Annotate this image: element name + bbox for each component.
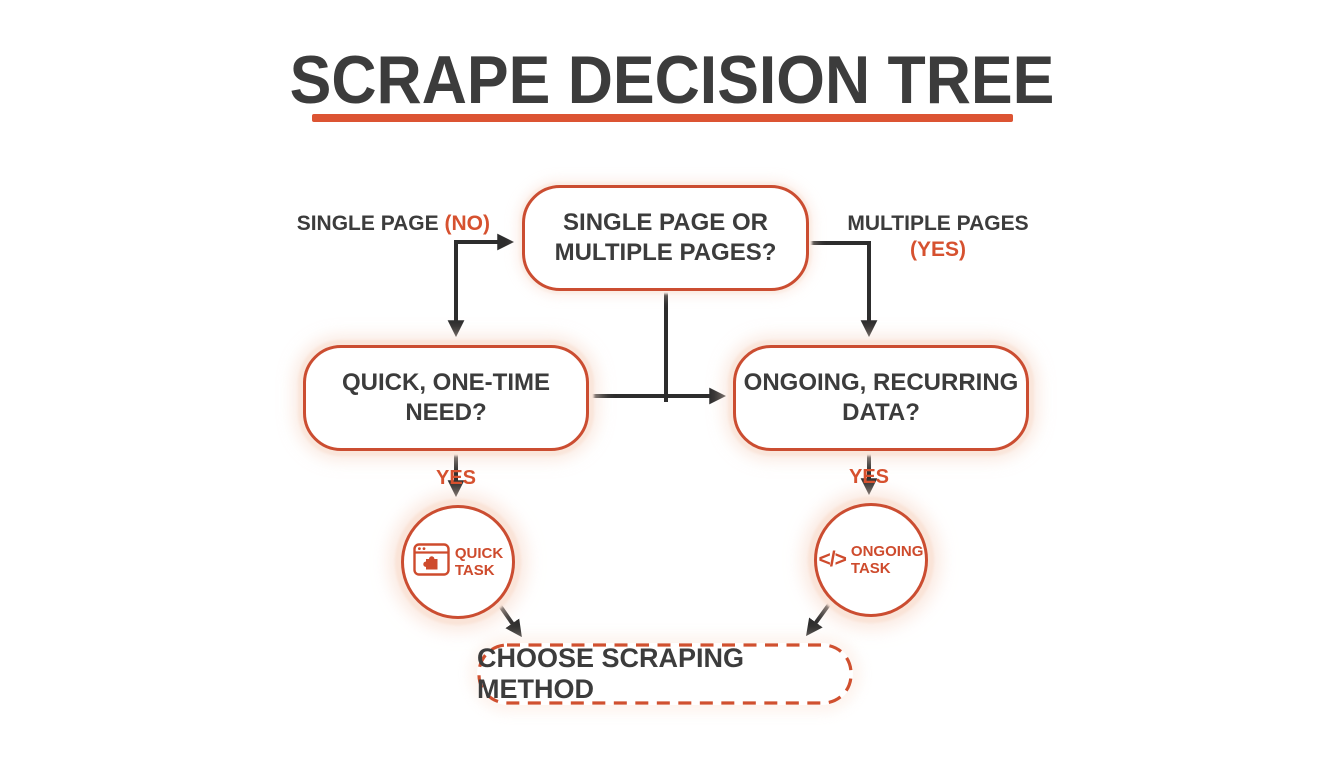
dashed-border	[477, 643, 853, 705]
node-label: QUICK, ONE-TIME	[342, 369, 550, 396]
result-label: CHOOSE SCRAPING METHOD	[477, 643, 745, 704]
yes-label-right: YES	[848, 466, 890, 488]
node-label: DATA?	[842, 399, 920, 426]
branch-label-single-page: SINGLE PAGE (NO)	[270, 211, 490, 237]
node-label: ONGOING, RECURRING	[743, 369, 1019, 396]
node-quick-task: QUICK TASK	[401, 505, 515, 619]
node-label: SINGLE PAGE OR	[563, 209, 768, 236]
code-icon: </>	[818, 548, 847, 571]
task-circle-label: QUICK TASK	[454, 545, 504, 579]
node-ongoing-recurring-data: ONGOING, RECURRING DATA?	[733, 345, 1029, 451]
node-label: MULTIPLE PAGES?	[554, 239, 777, 266]
title-underline	[312, 114, 1013, 122]
page-title: SCRAPE DECISION TREE	[289, 42, 1055, 118]
branch-answer-yes: (YES)	[909, 238, 966, 261]
node-choose-scraping-method: CHOOSE SCRAPING METHOD	[477, 643, 853, 705]
task-circle-label: ONGOING TASK	[850, 543, 924, 577]
branch-label-multiple-pages: MULTIPLE PAGES (YES)	[843, 211, 1033, 263]
arrow-quicktask-to-result	[494, 598, 522, 638]
node-quick-one-time-need: QUICK, ONE-TIME NEED?	[303, 345, 589, 451]
branch-text: MULTIPLE PAGES	[847, 212, 1029, 235]
node-label: NEED?	[405, 399, 487, 426]
yes-label-left: YES	[435, 467, 477, 489]
browser-extension-icon	[413, 543, 450, 581]
branch-text: SINGLE PAGE	[296, 212, 439, 235]
branch-answer-no: (NO)	[444, 212, 491, 235]
arrow-to-recurring-data	[803, 241, 878, 338]
node-ongoing-task: </> ONGOING TASK	[814, 503, 928, 617]
node-single-or-multiple-pages: SINGLE PAGE OR MULTIPLE PAGES?	[522, 185, 809, 291]
arrow-ongoingtask-to-result	[806, 597, 835, 637]
